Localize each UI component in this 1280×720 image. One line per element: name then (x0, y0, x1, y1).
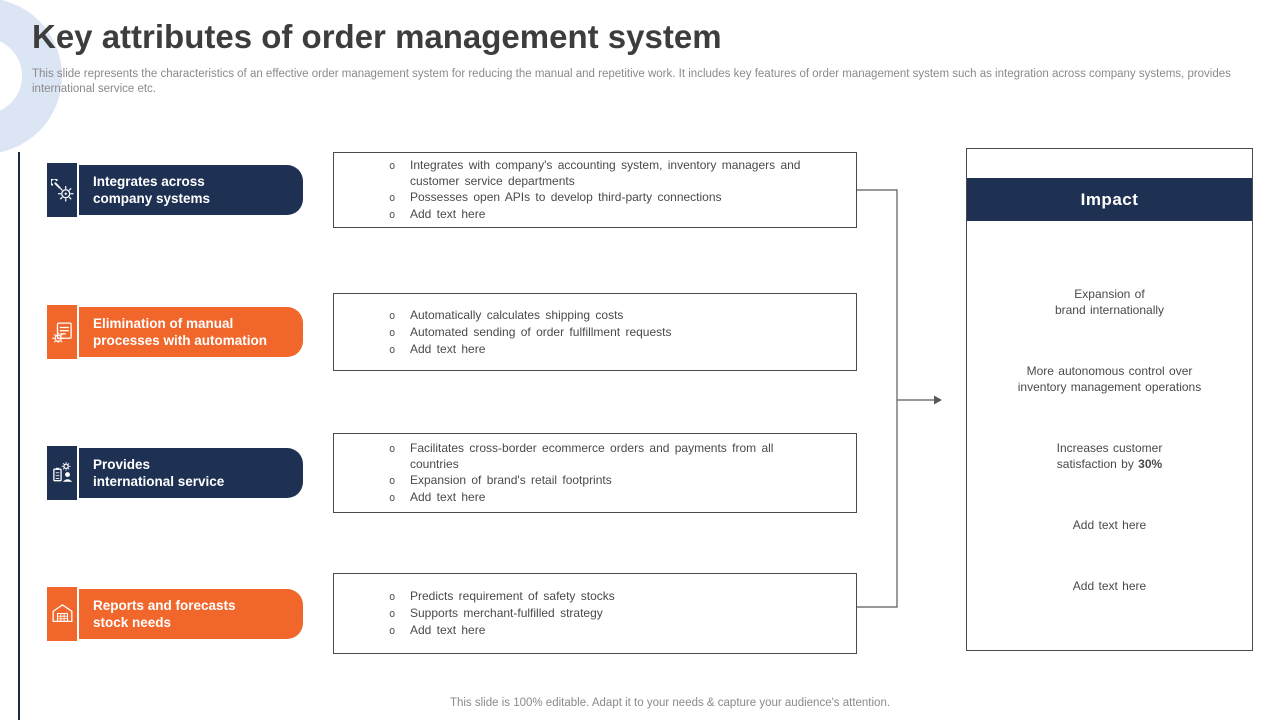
bullet-text: Add text here (410, 207, 486, 221)
impact-title: Impact (1080, 189, 1139, 209)
attribute-banner-label: Reports and forecasts stock needs (93, 597, 236, 630)
bullet-text: Integrates with company's accounting sys… (410, 158, 801, 188)
page-subtitle: This slide represents the characteristic… (32, 68, 1231, 95)
attribute-bullets-box: o Facilitates cross-border ecommerce orde… (333, 433, 857, 513)
attribute-banner-label: Elimination of manual processes with aut… (93, 316, 268, 348)
impact-panel: Impact Expansion of brand internationall… (966, 148, 1253, 651)
bullet-marker: o (389, 209, 396, 221)
attribute-banner: Elimination of manual processes with aut… (45, 303, 303, 361)
attribute-banner-label: Integrates across company systems (93, 174, 211, 206)
bullet-item: o Supports merchant-fulfilled strategy (389, 605, 836, 622)
bullet-marker: o (389, 443, 396, 455)
bullet-item: o Automatically calculates shipping costs (389, 307, 836, 324)
bullet-marker: o (389, 326, 396, 339)
bullet-text: Possesses open APIs to develop third-par… (410, 190, 722, 204)
attribute-bullets-box: o Integrates with company's accounting sy… (333, 152, 857, 228)
bullet-marker: o (389, 492, 396, 504)
attribute-banner: Provides international service (45, 444, 303, 502)
bullet-item: o Expansion of brand's retail footprints (389, 472, 836, 489)
bullet-marker: o (389, 309, 396, 322)
gear-wrench-icon (45, 161, 79, 219)
bullet-item: o Add text here (389, 489, 836, 506)
bullet-text: Automated sending of order fulfillment r… (410, 324, 672, 339)
left-accent-line (18, 152, 20, 720)
bullet-text: Automatically calculates shipping costs (410, 307, 624, 322)
attribute-banner-label: Provides international service (93, 457, 225, 489)
bullet-text: Predicts requirement of safety stocks (410, 589, 615, 603)
bullet-item: o Add text here (389, 206, 836, 223)
impact-item: Expansion of brand internationally (1054, 286, 1165, 317)
bullet-marker: o (389, 160, 396, 172)
impact-item: More autonomous control over inventory m… (1017, 363, 1202, 394)
bullet-text: Add text here (410, 490, 486, 504)
bullet-item: o Add text here (389, 622, 836, 639)
connector-arrow (857, 189, 942, 608)
bullet-item: o Possesses open APIs to develop third-pa… (389, 189, 836, 206)
page-title: Key attributes of order management syste… (32, 18, 722, 55)
bullet-marker: o (389, 608, 396, 620)
bullet-item: o Predicts requirement of safety stocks (389, 588, 836, 605)
attribute-banner: Integrates across company systems (45, 161, 303, 219)
warehouse-icon (45, 584, 79, 643)
arrowhead-icon (934, 395, 942, 405)
bullet-text: Add text here (410, 623, 486, 637)
bullet-item: o Add text here (389, 341, 836, 358)
bullet-text: Facilitates cross-border ecommerce order… (410, 441, 774, 471)
bullet-text: Supports merchant-fulfilled strategy (410, 606, 603, 620)
bullet-text: Add text here (410, 341, 486, 356)
impact-header: Impact (967, 178, 1252, 221)
impact-item: Add text here (1072, 578, 1147, 593)
footer-note: This slide is 100% editable. Adapt it to… (449, 697, 891, 709)
attribute-bullets-box: o Automatically calculates shipping costs… (333, 293, 857, 371)
clipboard-person-gear-icon (45, 444, 79, 502)
document-gear-icon (45, 303, 79, 361)
bullet-item: o Integrates with company's accounting sy… (389, 157, 836, 189)
bullet-marker: o (389, 625, 396, 637)
impact-item: Add text here (1072, 517, 1147, 532)
attribute-banner: Reports and forecasts stock needs (45, 584, 303, 643)
bullet-marker: o (389, 343, 396, 356)
impact-item: Increases customer satisfaction by 30% (1056, 440, 1163, 471)
bullet-item: o Automated sending of order fulfillment … (389, 324, 836, 341)
bullet-marker: o (389, 591, 396, 603)
bullet-item: o Facilitates cross-border ecommerce orde… (389, 440, 836, 472)
bullet-marker: o (389, 192, 396, 204)
bullet-text: Expansion of brand's retail footprints (410, 473, 612, 487)
impact-item-bold-value: 30% (1138, 456, 1163, 471)
bullet-marker: o (389, 475, 396, 487)
